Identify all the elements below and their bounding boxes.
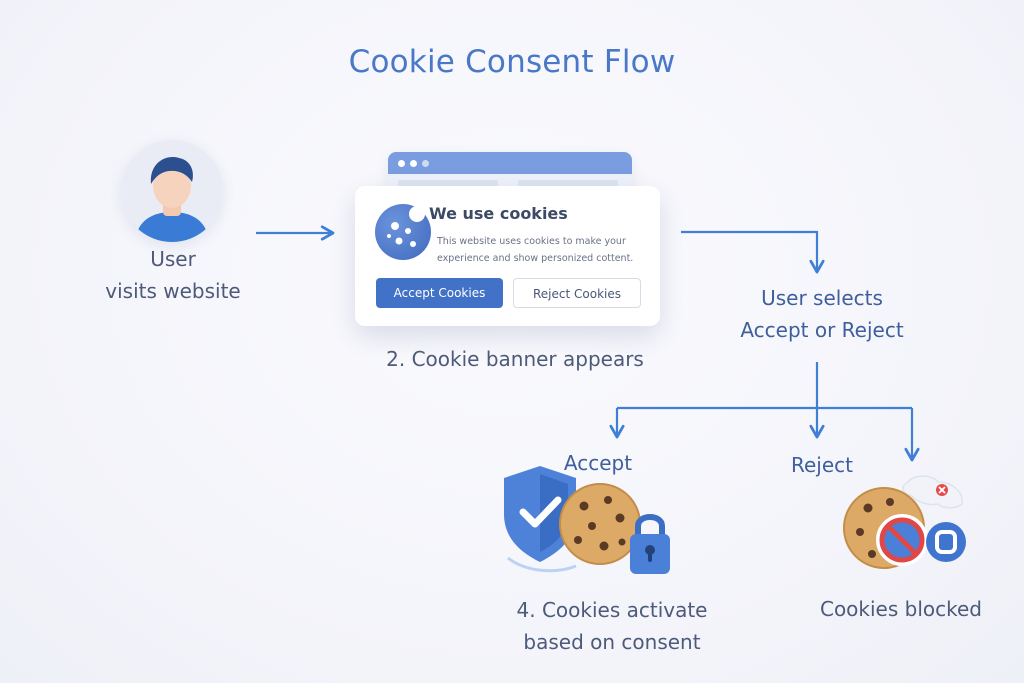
banner-heading: We use cookies — [429, 204, 568, 223]
user-step-line1: User — [150, 247, 196, 271]
user-step-label: User visits website — [100, 243, 246, 307]
cookie-icon — [375, 204, 431, 260]
user-step-line2: visits website — [105, 279, 241, 303]
reject-branch-label: Reject — [790, 453, 853, 477]
blocked-icon — [876, 514, 928, 566]
banner-text: This website uses cookies to make your e… — [437, 236, 634, 264]
browser-titlebar — [388, 152, 632, 174]
badge-icon — [926, 522, 966, 562]
accept-step-caption: 4. Cookies activate based on consent — [500, 594, 724, 658]
select-step-line1: User selects — [761, 286, 883, 310]
shield-check-icon — [504, 466, 576, 562]
accept-caption-line2: based on consent — [523, 630, 701, 654]
reject-illustration — [843, 475, 966, 569]
accept-illustration — [504, 466, 670, 574]
diagram-title: Cookie Consent Flow — [348, 44, 676, 80]
reject-cookies-button[interactable]: Reject Cookies — [513, 278, 641, 308]
page-placeholder — [518, 180, 618, 188]
arrow-banner-to-select — [681, 230, 825, 274]
window-dot — [410, 160, 417, 167]
select-step-label: User selects Accept or Reject — [712, 282, 932, 346]
select-step-line2: Accept or Reject — [740, 318, 904, 342]
accept-branch-label: Accept — [563, 451, 633, 475]
accept-cookies-button[interactable]: Accept Cookies — [376, 278, 503, 308]
cookie-icon — [559, 483, 641, 565]
user-avatar-icon — [121, 140, 223, 242]
window-dot — [422, 160, 429, 167]
cookie-banner: We use cookies This website uses cookies… — [355, 186, 660, 326]
page-placeholder — [398, 180, 498, 188]
accept-caption-line1: 4. Cookies activate — [516, 598, 708, 622]
window-dot — [398, 160, 405, 167]
banner-step-caption: 2. Cookie banner appears — [386, 347, 644, 371]
padlock-icon — [630, 514, 670, 574]
reject-step-caption: Cookies blocked — [819, 597, 982, 621]
